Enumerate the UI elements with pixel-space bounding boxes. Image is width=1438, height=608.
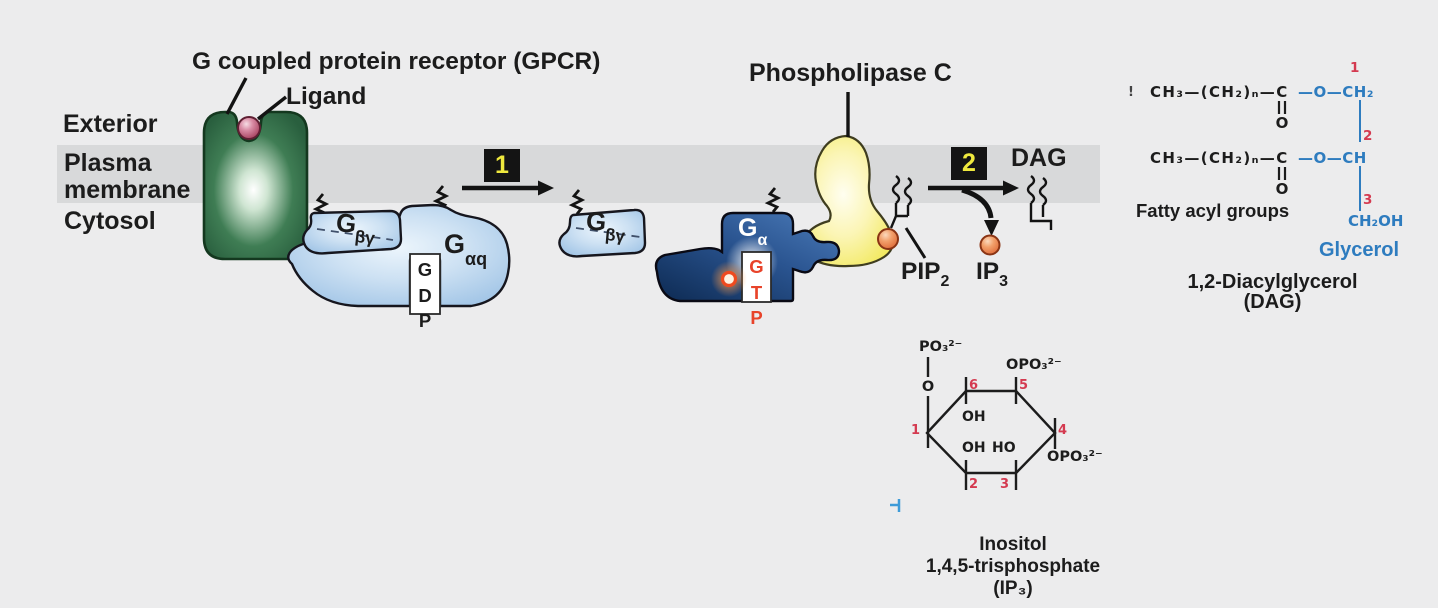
g-beta-gamma-label-2: Gβγ — [584, 205, 627, 245]
stray-mark: ! — [1128, 85, 1134, 100]
ligand-ball — [237, 116, 261, 140]
gtp-letter-g: G — [749, 256, 764, 277]
cytosol-label: Cytosol — [64, 207, 156, 235]
dag-row2-chain: CH₃—(CH₂)ₙ—C — [1150, 149, 1289, 167]
ip3-name-line2: 1,4,5-trisphosphate — [925, 556, 1101, 577]
ip3-o-link: O — [921, 379, 935, 395]
phospholipase-c-shape — [801, 134, 895, 268]
dag-name-line1: 1,2-Diacylglycerol — [1187, 271, 1358, 293]
g-alpha-label: Gα — [738, 214, 767, 249]
g-sub: βγ — [604, 225, 626, 246]
g-main: G — [444, 229, 466, 259]
pip2-head-ball — [877, 228, 899, 250]
wedge-dash-line-1 — [316, 228, 394, 241]
dag-tails-icon — [1026, 175, 1053, 230]
dag-row1-ester: —O—CH₂ — [1298, 83, 1374, 101]
ip3-ball — [979, 234, 1001, 256]
ip3-ring-number-6: 6 — [969, 378, 979, 393]
gpcr-title: G coupled protein receptor (GPCR) — [192, 48, 601, 75]
step1-arrow — [462, 180, 554, 196]
leader-lines — [225, 77, 927, 259]
pip2-tails-icon — [889, 175, 913, 229]
ip3-ring-number-3: 3 — [1000, 477, 1010, 492]
wedge-dash-line-2 — [575, 227, 641, 238]
activation-ring-icon — [720, 270, 738, 288]
step2-badge: 2 — [951, 147, 987, 180]
gtp-letters: G T P — [743, 254, 770, 331]
ip3-ring-number-2: 2 — [969, 477, 979, 492]
g-beta-gamma-label-1: Gβγ — [335, 207, 378, 248]
dag-bond-lines — [1277, 100, 1361, 211]
g-alpha-q-label: Gαq — [444, 229, 487, 268]
phospholipase-c-label: Phospholipase C — [749, 59, 952, 87]
gdp-letters: G D P — [410, 257, 440, 334]
g-sub: αq — [465, 249, 488, 269]
ip3-oh-top: OH — [962, 409, 986, 425]
ip3-ring-number-5: 5 — [1019, 378, 1029, 393]
ip3-name-line3: (IP₃) — [993, 578, 1033, 599]
pip2-main: PIP — [901, 258, 941, 285]
pip2-label: PIP2 — [901, 258, 949, 290]
ip3-main: IP — [976, 258, 1000, 285]
stray-cursor-mark — [890, 499, 901, 512]
ip3-opo3-top-label: OPO₃²⁻ — [1006, 357, 1062, 373]
dag-carbon3-number: 3 — [1363, 192, 1373, 208]
fatty-acyl-groups-label: Fatty acyl groups — [1136, 200, 1290, 221]
ip3-label: IP3 — [976, 258, 1008, 290]
plasma-membrane-label-line2: membrane — [64, 176, 191, 204]
dag-carbonyl-o1: O — [1275, 114, 1289, 132]
gdp-letter-g: G — [417, 259, 433, 280]
ip3-po3-label: PO₃²⁻ — [919, 339, 963, 355]
step1-badge: 1 — [484, 149, 520, 182]
dag-row2-ester: —O—CH — [1298, 149, 1367, 167]
ip3-ring-number-1: 1 — [911, 423, 921, 438]
ligand-label: Ligand — [286, 83, 367, 110]
ip3-curved-arrow — [961, 187, 999, 236]
g-beta-gamma-shape-2 — [558, 208, 647, 258]
gdp-letter-p: P — [418, 310, 432, 331]
g-main: G — [584, 205, 608, 237]
plasma-membrane-label-line1: Plasma — [64, 149, 152, 177]
gtp-letter-p: P — [750, 307, 763, 328]
step2-arrow — [928, 180, 1019, 196]
gtp-letter-t: T — [750, 281, 763, 303]
gdp-letter-d: D — [418, 284, 432, 306]
ip3-oh-bottom: OH — [962, 440, 986, 456]
dag-ch2oh: CH₂OH — [1348, 212, 1404, 230]
pip2-sub: 2 — [940, 273, 950, 290]
exterior-label: Exterior — [63, 110, 158, 138]
ip3-ring-number-4: 4 — [1058, 423, 1068, 438]
dag-name-line2: (DAG) — [1243, 291, 1302, 313]
ip3-name-line1: Inositol — [979, 534, 1047, 555]
ip3-ho-bottom: HO — [992, 440, 1016, 456]
dag-carbon2-number: 2 — [1363, 128, 1373, 144]
g-main: G — [738, 214, 758, 242]
gdp-box — [409, 253, 441, 315]
g-sub: βγ — [353, 227, 376, 248]
dag-carbon1-number: 1 — [1350, 60, 1360, 76]
dag-row1-chain: CH₃—(CH₂)ₙ—C — [1150, 83, 1289, 101]
glycerol-label: Glycerol — [1319, 239, 1400, 261]
dag-carbonyl-o2: O — [1275, 180, 1289, 198]
ip3-sub: 3 — [999, 273, 1009, 290]
g-sub: α — [757, 232, 768, 249]
g-beta-gamma-shape-1 — [302, 209, 403, 255]
dag-label: DAG — [1011, 144, 1067, 172]
ip3-opo3-bottom-label: OPO₃²⁻ — [1047, 449, 1103, 465]
ip3-ring-lines — [925, 357, 1057, 490]
